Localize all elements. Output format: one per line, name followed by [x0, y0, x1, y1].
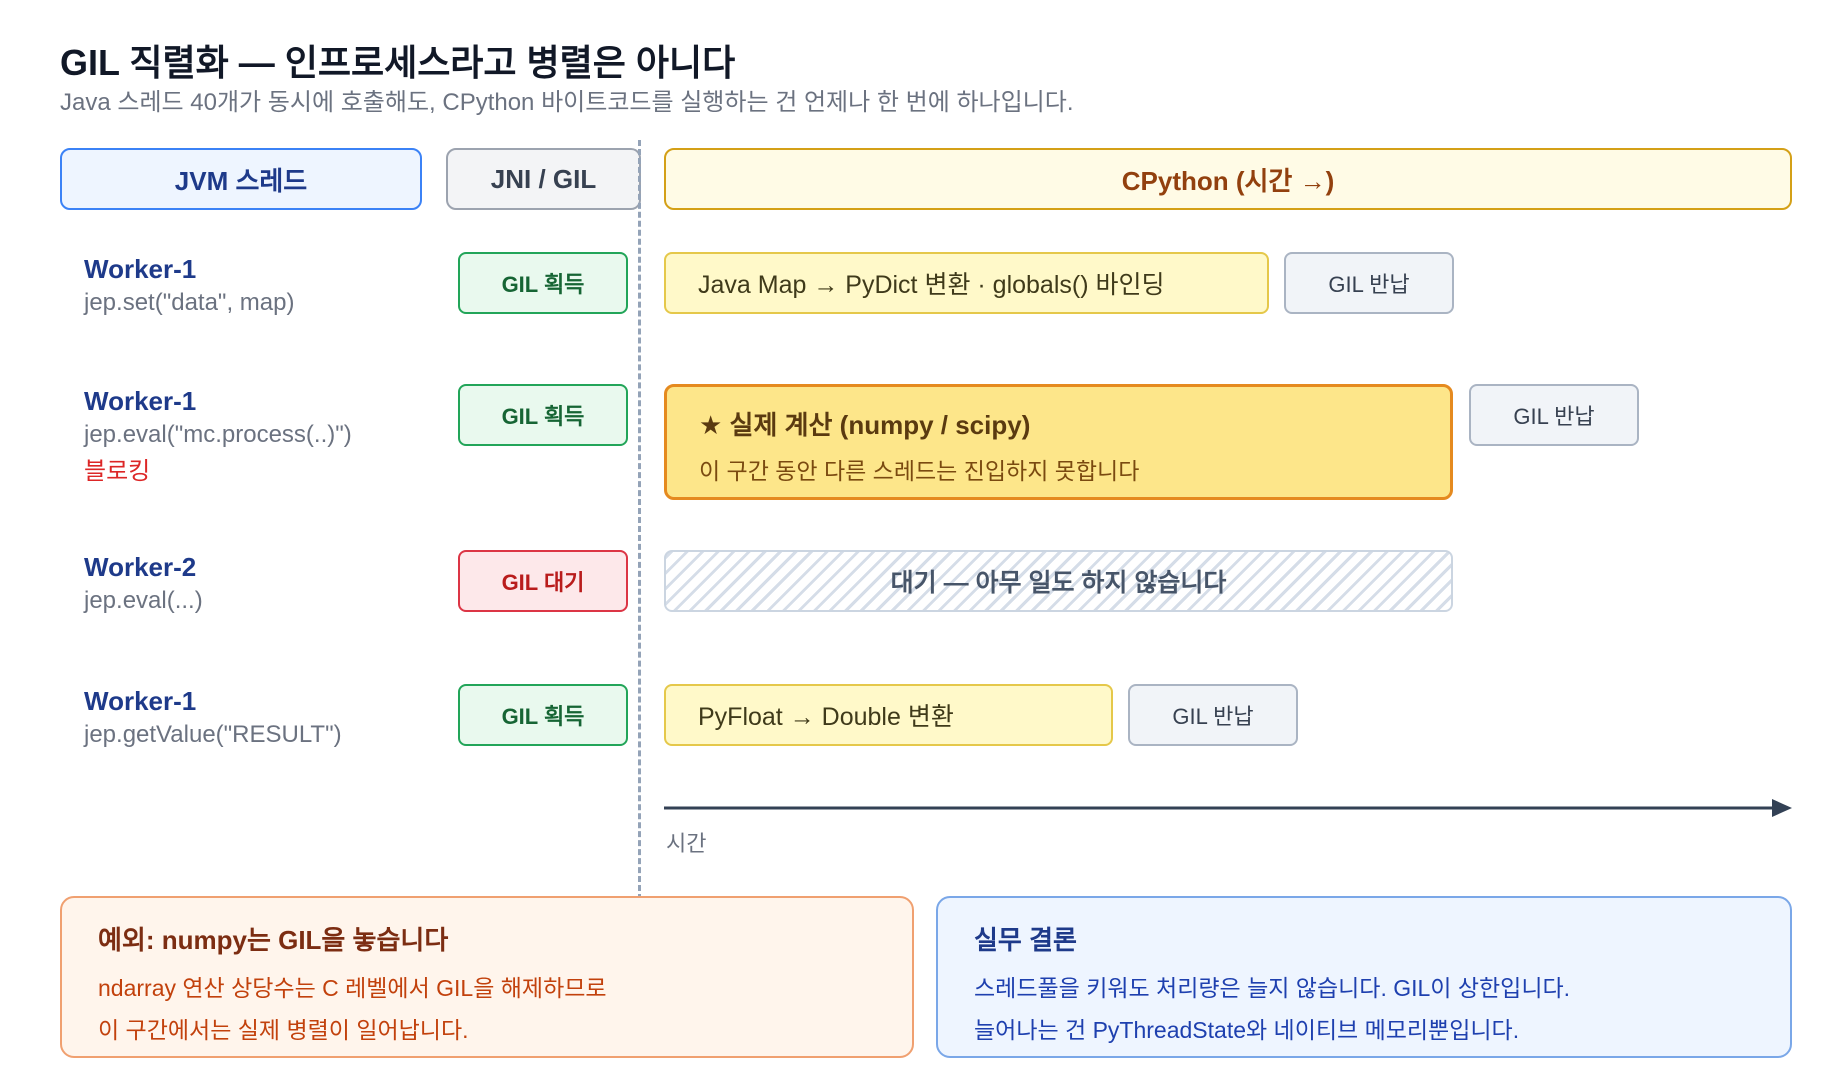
worker-call: jep.eval("mc.process(..)") [84, 421, 352, 448]
exception-line-2: 이 구간에서는 실제 병렬이 일어납니다. [98, 1017, 469, 1043]
conclusion-title: 실무 결론 [974, 925, 1077, 955]
row-2-worker: Worker-1 jep.eval("mc.process(..)") 블로킹 [84, 386, 352, 486]
exception-title: 예외: numpy는 GIL을 놓습니다 [98, 925, 449, 955]
conclusion-box: 실무 결론 스레드풀을 키워도 처리량은 늘지 않습니다. GIL이 상한입니다… [936, 896, 1792, 1058]
row-4-worker: Worker-1 jep.getValue("RESULT") [84, 686, 342, 749]
gil-acquire-badge: GIL 획득 [458, 384, 628, 446]
convert-bar: PyFloat → Double 변환 [664, 684, 1113, 746]
row-1-worker: Worker-1 jep.set("data", map) [84, 254, 294, 317]
row-3-worker: Worker-2 jep.eval(...) [84, 552, 203, 615]
compute-subtitle: 이 구간 동안 다른 스레드는 진입하지 못합니다 [699, 458, 1140, 484]
conclusion-line-1: 스레드풀을 키워도 처리량은 늘지 않습니다. GIL이 상한입니다. [974, 975, 1571, 1001]
page-title: GIL 직렬화 — 인프로세스라고 병렬은 아니다 [60, 42, 736, 83]
gil-wait-badge: GIL 대기 [458, 550, 628, 612]
convert-bar: Java Map → PyDict 변환 · globals() 바인딩 [664, 252, 1269, 314]
jni-gil-header: JNI / GIL [446, 148, 641, 210]
worker-call: jep.getValue("RESULT") [84, 721, 342, 748]
compute-title: ★ 실제 계산 (numpy / scipy) [699, 410, 1031, 440]
worker-name: Worker-1 [84, 686, 197, 716]
worker-call: jep.set("data", map) [84, 289, 295, 316]
waiting-bar: 대기 — 아무 일도 하지 않습니다 [664, 550, 1453, 612]
worker-call: jep.eval(...) [84, 587, 203, 614]
exception-box: 예외: numpy는 GIL을 놓습니다 ndarray 연산 상당수는 C 레… [60, 896, 914, 1058]
worker-name: Worker-1 [84, 386, 197, 416]
gil-release-badge: GIL 반납 [1284, 252, 1454, 314]
conclusion-line-2: 늘어나는 건 PyThreadState와 네이티브 메모리뿐입니다. [974, 1017, 1520, 1043]
gil-release-badge: GIL 반납 [1469, 384, 1639, 446]
page-subtitle: Java 스레드 40개가 동시에 호출해도, CPython 바이트코드를 실… [60, 89, 1074, 116]
boundary-divider [638, 140, 641, 900]
time-axis-arrow [664, 799, 1792, 817]
worker-name: Worker-2 [84, 552, 197, 582]
cpython-header: CPython (시간 →) [664, 148, 1792, 210]
compute-bar: ★ 실제 계산 (numpy / scipy) 이 구간 동안 다른 스레드는 … [664, 384, 1453, 500]
jvm-threads-header: JVM 스레드 [60, 148, 422, 210]
blocking-note: 블로킹 [84, 458, 151, 485]
exception-line-1: ndarray 연산 상당수는 C 레벨에서 GIL을 해제하므로 [98, 975, 607, 1001]
worker-name: Worker-1 [84, 254, 197, 284]
gil-acquire-badge: GIL 획득 [458, 252, 628, 314]
time-axis-label: 시간 [666, 831, 707, 856]
gil-release-badge: GIL 반납 [1128, 684, 1298, 746]
gil-acquire-badge: GIL 획득 [458, 684, 628, 746]
